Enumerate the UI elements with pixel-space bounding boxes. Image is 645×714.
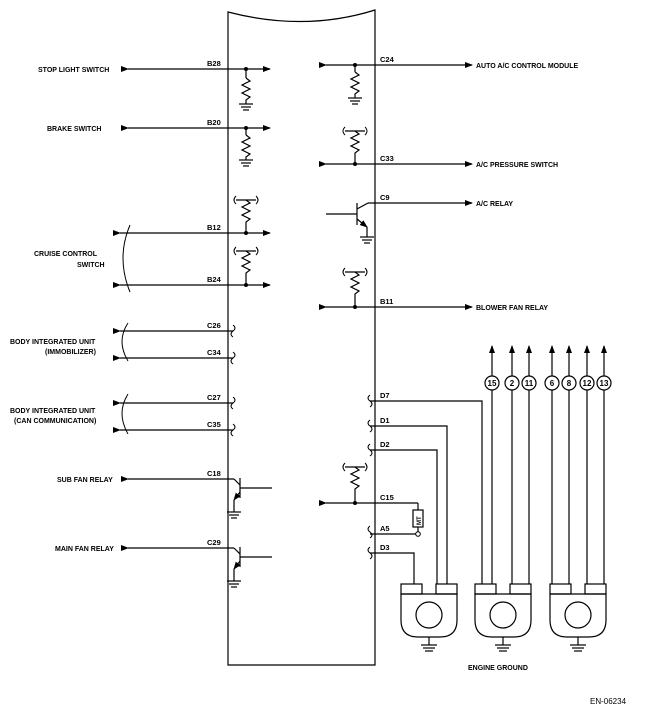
blower-fan-label: BLOWER FAN RELAY: [476, 305, 548, 312]
immobilizer-label-2: (IMMOBILIZER): [45, 349, 96, 356]
ac-relay-line: [326, 200, 473, 244]
pin-c34: C34: [207, 348, 222, 357]
pin-d7: D7: [380, 391, 390, 400]
pin-c35: C35: [207, 420, 221, 429]
main-fan-relay-line: [121, 545, 272, 588]
pin-d1: D1: [380, 416, 390, 425]
circled-number-2: 2: [510, 379, 515, 388]
mt-label: MT: [417, 516, 423, 525]
pin-b28: B28: [207, 59, 221, 68]
ecm-body: [227, 9, 376, 666]
cruise-control-lines: [113, 195, 271, 293]
pin-c33: C33: [380, 154, 394, 163]
pin-c27: C27: [207, 393, 221, 402]
brake-switch-line: [121, 125, 271, 167]
circled-number-12: 12: [583, 379, 592, 388]
auto-ac-line: [319, 62, 473, 105]
pin-b12: B12: [207, 223, 221, 232]
pin-b20: B20: [207, 118, 221, 127]
pin-a5: A5: [380, 524, 390, 533]
ground-terminal-1: [400, 583, 458, 652]
pin-d3: D3: [380, 543, 390, 552]
blower-fan-line: [319, 267, 473, 310]
can-communication-label-2: (CAN COMMUNICATION): [14, 418, 96, 425]
stop-light-switch-label: STOP LIGHT SWITCH: [38, 67, 109, 74]
cruise-control-label-2: SWITCH: [77, 262, 105, 269]
engine-ground-label: ENGINE GROUND: [468, 665, 528, 672]
upward-wires: [484, 345, 612, 584]
pin-b11: B11: [380, 297, 393, 306]
sub-fan-relay-line: [121, 476, 272, 519]
pin-b24: B24: [207, 275, 222, 284]
circled-number-15: 15: [488, 379, 497, 388]
can-communication-lines: [113, 393, 236, 437]
stop-light-switch-line: [121, 66, 271, 111]
pin-c9: C9: [380, 193, 390, 202]
ground-terminal-3: [549, 583, 607, 652]
pin-c29: C29: [207, 538, 221, 547]
pin-c24: C24: [380, 55, 395, 64]
immobilizer-lines: [113, 322, 236, 365]
pin-c26: C26: [207, 321, 221, 330]
brake-switch-label: BRAKE SWITCH: [47, 126, 101, 133]
cruise-control-label: CRUISE CONTROL: [34, 251, 98, 258]
circled-number-8: 8: [567, 379, 572, 388]
circled-number-6: 6: [550, 379, 555, 388]
ac-pressure-line: [319, 126, 473, 167]
can-communication-label: BODY INTEGRATED UNIT: [10, 408, 96, 415]
ground-wiring: [319, 394, 483, 584]
sub-fan-relay-label: SUB FAN RELAY: [57, 477, 113, 484]
pin-c15: C15: [380, 493, 394, 502]
pin-d2: D2: [380, 440, 390, 449]
immobilizer-label: BODY INTEGRATED UNIT: [10, 339, 96, 346]
ac-relay-label: A/C RELAY: [476, 201, 513, 208]
ac-pressure-label: A/C PRESSURE SWITCH: [476, 162, 558, 169]
circled-number-13: 13: [600, 379, 609, 388]
pin-c18: C18: [207, 469, 221, 478]
main-fan-relay-label: MAIN FAN RELAY: [55, 546, 114, 553]
auto-ac-label: AUTO A/C CONTROL MODULE: [476, 63, 578, 70]
figure-code: EN-06234: [590, 697, 627, 706]
ground-terminal-2: [474, 583, 532, 652]
circled-number-11: 11: [525, 379, 534, 388]
